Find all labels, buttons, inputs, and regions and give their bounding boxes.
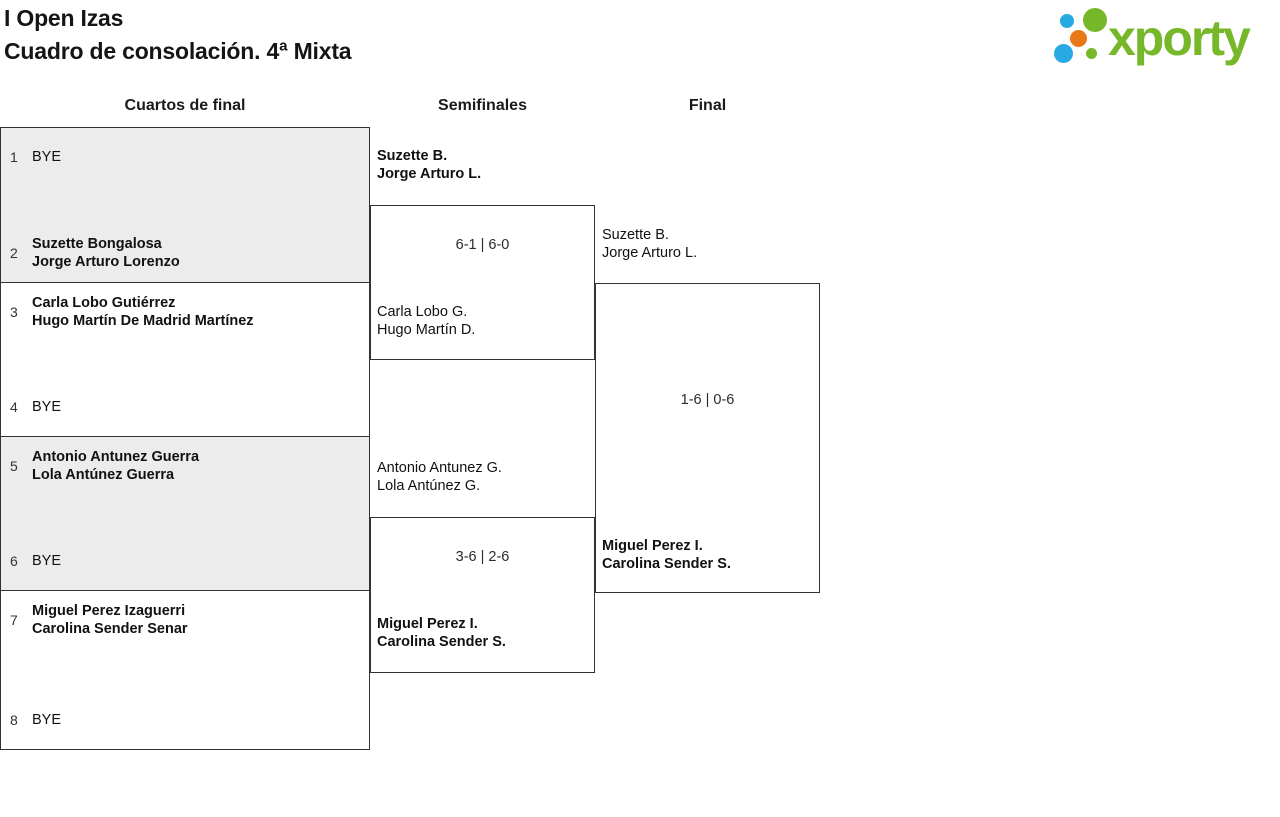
semifinal-2-score: 3-6 | 2-6 <box>455 549 510 565</box>
semifinal-2-box <box>370 517 595 673</box>
seed-6: 6 BYE <box>1 532 369 590</box>
logo-wordmark: xporty <box>1108 10 1251 66</box>
round-header-semifinals: Semifinales <box>438 97 527 114</box>
seed-number: 2 <box>10 245 18 261</box>
logo-dot-green-small-icon <box>1086 48 1097 59</box>
team-name: BYE <box>32 553 62 569</box>
page-subtitle: Cuadro de consolación. 4ª Mixta <box>4 38 352 64</box>
seed-8: 8 BYE <box>1 691 369 749</box>
logo-dot-green-large-icon <box>1083 8 1107 32</box>
team-name: BYE <box>32 712 62 728</box>
seed-1: 1 BYE <box>1 128 369 186</box>
seed-number: 6 <box>10 553 18 569</box>
semifinal-2-team-b: Miguel Perez I.Carolina Sender S. <box>377 616 506 650</box>
final-score: 1-6 | 0-6 <box>680 392 735 408</box>
header: I Open Izas Cuadro de consolación. 4ª Mi… <box>4 2 352 68</box>
logo-dot-blue-large-icon <box>1054 44 1073 63</box>
final-team-b: Miguel Perez I.Carolina Sender S. <box>602 538 731 572</box>
final-team-a: Suzette B.Jorge Arturo L. <box>602 227 698 261</box>
semifinal-2-team-a: Antonio Antunez G.Lola Antúnez G. <box>377 460 502 494</box>
page-title: I Open Izas <box>4 5 124 31</box>
semifinal-1-team-b: Carla Lobo G.Hugo Martín D. <box>377 304 476 338</box>
semifinal-1-score: 6-1 | 6-0 <box>455 237 510 253</box>
seed-number: 1 <box>10 149 18 165</box>
final-box <box>595 283 820 593</box>
seed-4: 4 BYE <box>1 378 369 436</box>
seed-number: 3 <box>10 304 18 320</box>
seed-number: 7 <box>10 612 18 628</box>
seed-number: 5 <box>10 458 18 474</box>
seed-number: 4 <box>10 399 18 415</box>
round-header-final: Final <box>688 97 727 114</box>
xporty-logo[interactable]: xporty <box>1048 5 1278 75</box>
round-header-quarterfinals: Cuartos de final <box>124 97 246 114</box>
semifinal-1-box <box>370 205 595 360</box>
team-name: BYE <box>32 149 62 165</box>
logo-dot-orange-icon <box>1070 30 1087 47</box>
team-name: BYE <box>32 399 62 415</box>
seed-number: 8 <box>10 712 18 728</box>
semifinal-1-team-a: Suzette B.Jorge Arturo L. <box>377 148 482 182</box>
logo-dot-blue-small-icon <box>1060 14 1074 28</box>
